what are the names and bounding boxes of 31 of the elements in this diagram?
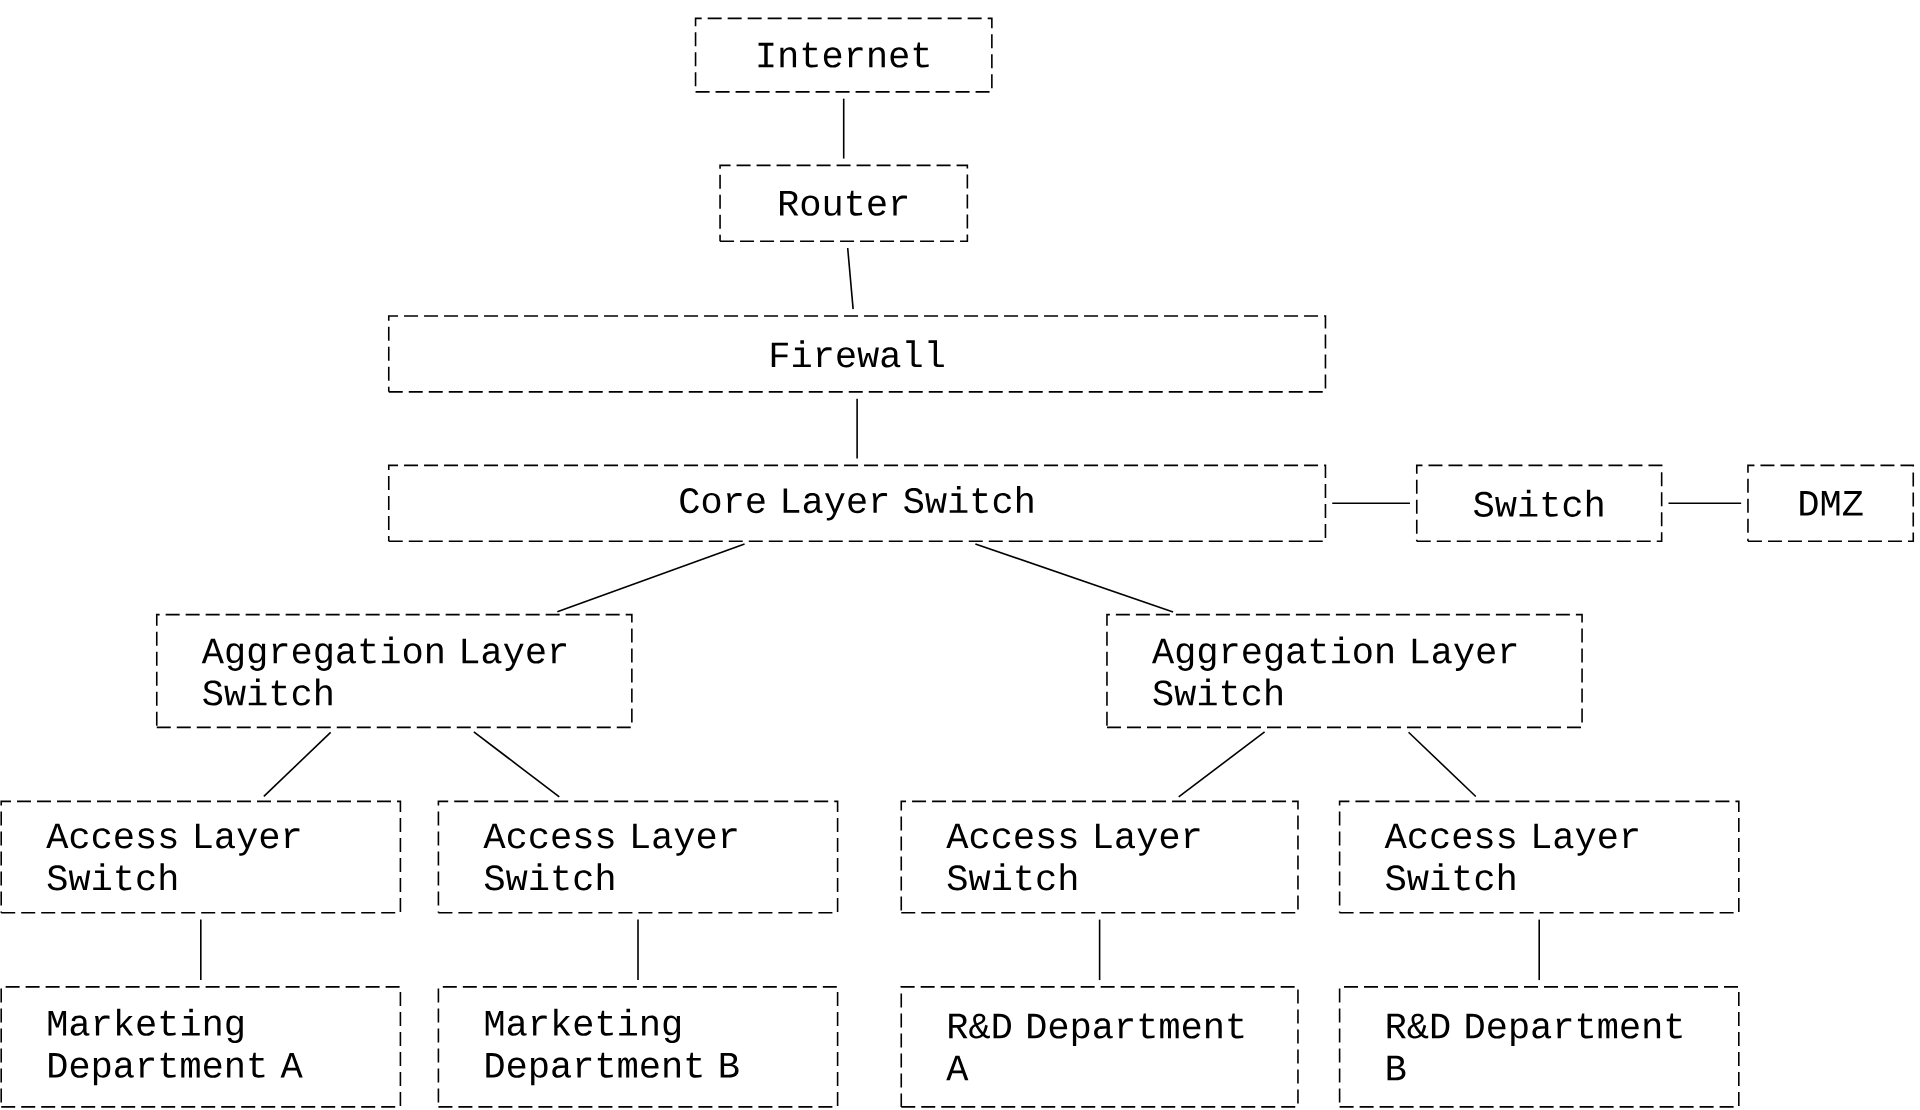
device-box: Aggregation Layer Switch (155, 613, 633, 729)
device-box: Access Layer Switch (1338, 800, 1740, 914)
connector-line (1331, 502, 1411, 505)
connector-line (556, 543, 746, 613)
connector-line (856, 397, 858, 460)
device-box: Access Layer Switch (0, 800, 402, 914)
connector-line (1667, 502, 1742, 505)
device-box: Aggregation Layer Switch (1106, 613, 1583, 729)
connector-line (1098, 918, 1101, 981)
device-box: Marketing Department A (0, 986, 402, 1108)
connector-line (1407, 731, 1477, 798)
connector-line (263, 731, 332, 798)
device-box: Router (719, 164, 969, 243)
device-box: Marketing Department B (437, 986, 839, 1108)
device-box: Switch (1415, 464, 1663, 543)
device-box: Access Layer Switch (437, 800, 839, 914)
device-box: R&D Department B (1338, 986, 1740, 1108)
connector-line (1538, 918, 1540, 981)
connector-line (1177, 731, 1266, 798)
device-box: DMZ (1747, 464, 1915, 543)
connector-line (200, 918, 202, 981)
connector-line (637, 918, 639, 981)
device-box: Access Layer Switch (900, 800, 1299, 914)
device-box: Internet (694, 17, 993, 93)
connector-line (842, 97, 845, 160)
connector-line (974, 543, 1174, 613)
device-box: R&D Department A (900, 986, 1299, 1108)
connector-line (473, 731, 561, 798)
device-box: Firewall (387, 315, 1327, 393)
device-box: Core Layer Switch (387, 464, 1327, 543)
connector-line (846, 247, 854, 310)
